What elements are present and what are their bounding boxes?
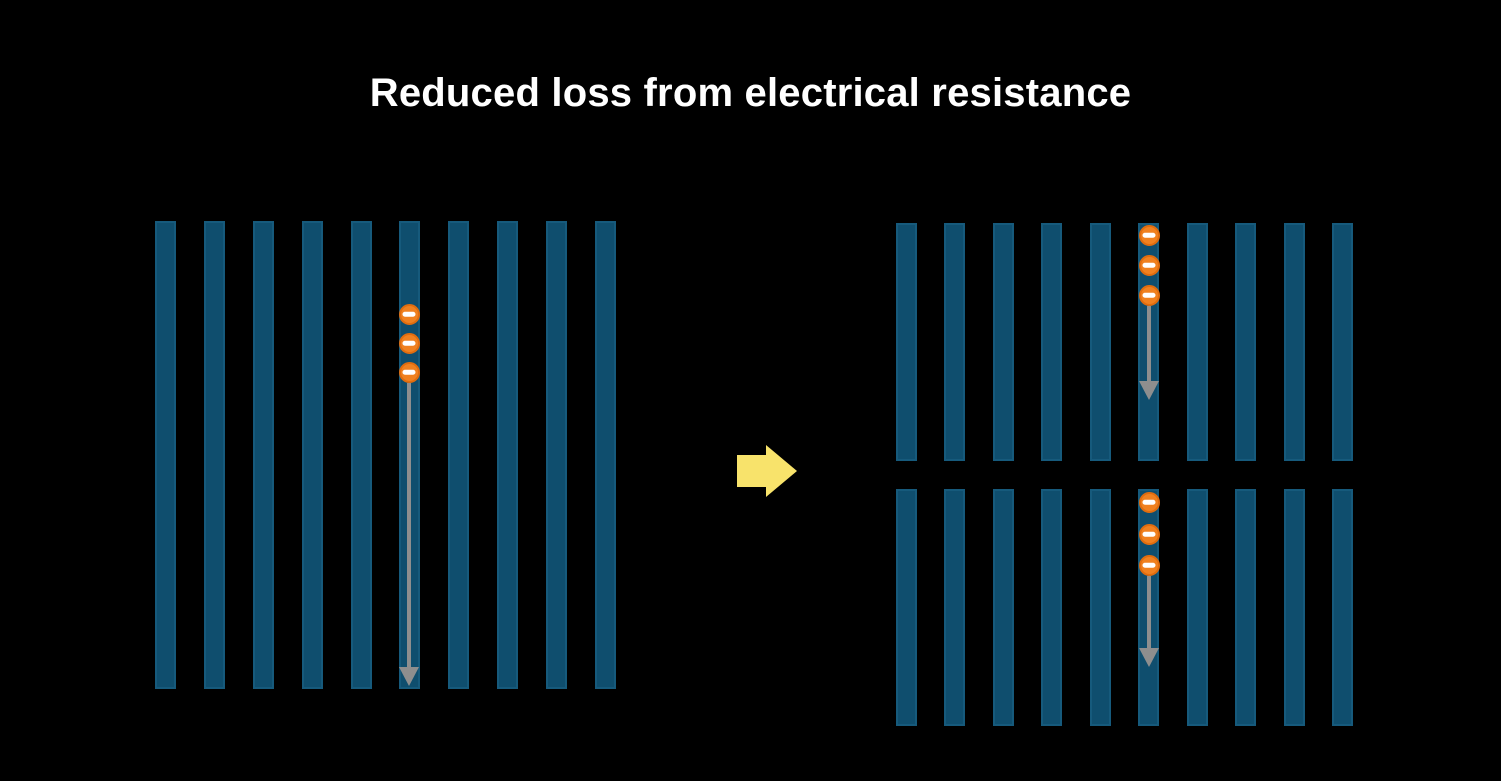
solar-cell-bar	[1186, 223, 1208, 461]
solar-cell-bar	[944, 223, 966, 461]
solar-cell-bar	[1186, 489, 1208, 726]
electron-icon	[1138, 491, 1160, 513]
current-flow-line	[1147, 306, 1151, 381]
solar-cell-bar	[1283, 223, 1305, 461]
solar-cell-bar	[896, 223, 917, 461]
electron-icon	[1138, 254, 1160, 276]
solar-cell-bar	[252, 221, 274, 689]
left-cell-bars	[155, 221, 616, 689]
solar-cell-bar	[546, 221, 567, 689]
page-title: Reduced loss from electrical resistance	[369, 71, 1132, 115]
minus-sign	[1142, 232, 1156, 238]
solar-cell-bar	[1041, 223, 1063, 461]
solar-cell-bar	[448, 221, 470, 689]
transition-arrow-body	[737, 455, 766, 487]
current-flow-line	[407, 383, 411, 667]
minus-sign	[402, 340, 416, 346]
right-top-half-bars	[896, 223, 1353, 461]
solar-cell-bar	[594, 221, 616, 689]
right-bottom-half-bars	[896, 489, 1353, 726]
minus-sign	[1142, 499, 1156, 505]
electron-icon	[398, 361, 420, 383]
solar-cell-bar	[1089, 489, 1111, 726]
solar-cell-bar	[1283, 489, 1305, 726]
electron-icon	[398, 332, 420, 354]
electron-icon	[1138, 284, 1160, 306]
transition-arrow-head	[766, 445, 797, 497]
current-flow-arrowhead	[1139, 381, 1159, 400]
solar-cell-bar	[350, 221, 372, 689]
solar-cell-bar	[1089, 223, 1111, 461]
solar-cell-bar	[1041, 489, 1063, 726]
minus-sign	[1142, 531, 1156, 537]
electron-icon	[1138, 523, 1160, 545]
solar-cell-bar	[301, 221, 323, 689]
solar-cell-bar	[1331, 223, 1353, 461]
electron-icon	[1138, 224, 1160, 246]
solar-cell-bar	[992, 223, 1014, 461]
solar-cell-bar	[992, 489, 1014, 726]
minus-sign	[402, 369, 416, 375]
solar-cell-bar	[1331, 489, 1353, 726]
solar-cell-bar	[497, 221, 519, 689]
solar-cell-bar	[1235, 223, 1257, 461]
solar-cell-bar	[1235, 489, 1257, 726]
solar-cell-bar	[896, 489, 917, 726]
current-flow-arrowhead	[399, 667, 419, 686]
current-flow-arrowhead	[1139, 648, 1159, 667]
solar-cell-bar	[944, 489, 966, 726]
current-flow-line	[1147, 576, 1151, 648]
minus-sign	[1142, 562, 1156, 568]
minus-sign	[402, 311, 416, 317]
solar-cell-bar	[203, 221, 225, 689]
electron-icon	[1138, 554, 1160, 576]
solar-cell-bar	[155, 221, 176, 689]
electron-icon	[398, 303, 420, 325]
minus-sign	[1142, 262, 1156, 268]
minus-sign	[1142, 292, 1156, 298]
